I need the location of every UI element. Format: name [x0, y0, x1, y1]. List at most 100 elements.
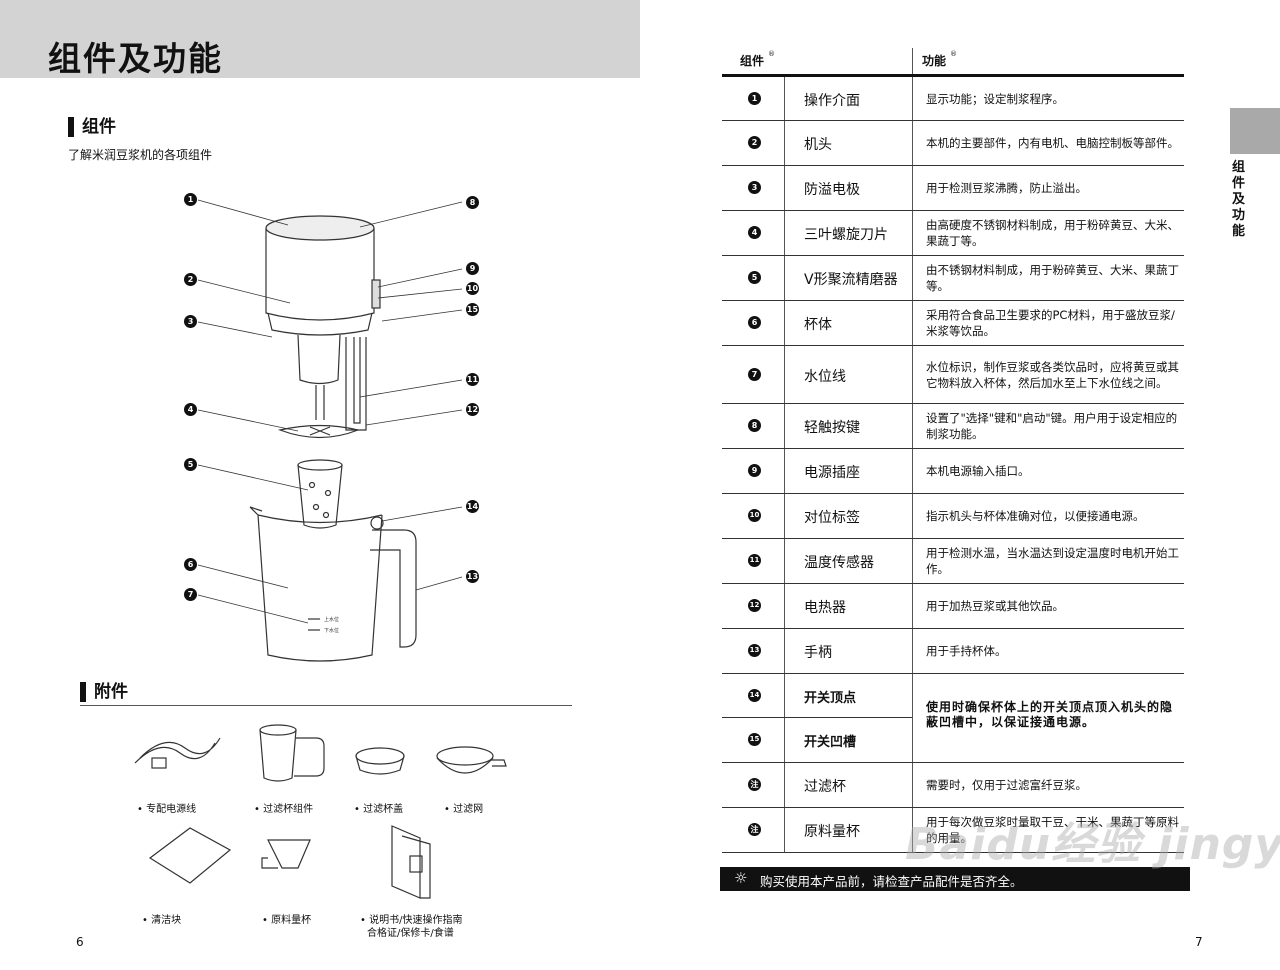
table-row: 注 原料量杯 用于每次做豆浆时量取干豆、干米、果蔬丁等原料的用量。	[722, 808, 1184, 853]
row-number-badge: 14	[748, 689, 761, 702]
upper-water-mark: 上水位	[324, 616, 339, 623]
column-divider	[912, 718, 913, 762]
column-divider	[912, 211, 913, 255]
accessory-filter-lid: • 过滤杯盖	[354, 804, 404, 815]
callout-12: 12	[466, 403, 479, 416]
column-divider	[912, 121, 913, 165]
table-row: 15 开关凹槽	[722, 718, 1184, 763]
row-number-badge: 7	[748, 367, 761, 381]
callout-5: 5	[184, 458, 197, 471]
callout-3: 3	[184, 315, 197, 328]
column-divider	[784, 718, 785, 762]
row-number-badge: 1	[748, 91, 761, 105]
accessory-measuring-cup: • 原料量杯	[262, 915, 312, 926]
column-divider	[912, 404, 913, 448]
column-divider	[784, 629, 785, 673]
column-divider	[784, 763, 785, 807]
header-component: 组件	[740, 54, 765, 68]
callout-14: 14	[466, 500, 479, 513]
row-component-name: 原料量杯	[804, 824, 860, 840]
column-divider	[784, 404, 785, 448]
heading-bar	[68, 117, 74, 137]
row-component-name: 开关顶点	[804, 691, 857, 706]
row-number-badge: 4	[748, 226, 761, 239]
row-function-text: 本机电源输入插口。	[926, 464, 1030, 478]
row-component-name: 水位线	[804, 368, 846, 385]
row-function-text: 用于手持杯体。	[926, 644, 1007, 658]
table-row: 11 温度传感器 用于检测水温，当水温达到设定温度时电机开始工作。	[722, 539, 1184, 584]
row-component-name: 开关凹槽	[804, 735, 857, 750]
column-divider	[912, 808, 913, 852]
accessory-filter-mesh: • 过滤网	[444, 804, 484, 815]
lower-water-mark: 下水位	[324, 627, 339, 634]
row-component-name: 温度传感器	[804, 555, 874, 571]
column-divider	[912, 77, 913, 120]
watermark: Baidu经验 jingyan.baidu.com	[905, 819, 1280, 870]
row-function-text: 用于每次做豆浆时量取干豆、干米、果蔬丁等原料的用量。	[926, 815, 1179, 845]
column-divider	[784, 584, 785, 628]
heading-bar	[80, 682, 86, 702]
filter-cup-icon	[259, 729, 297, 782]
accessories-heading: 附件	[80, 677, 128, 702]
row-function-text: 显示功能；设定制浆程序。	[926, 91, 1064, 106]
row-component-name: V形聚流精磨器	[804, 272, 898, 288]
cleaning-block-icon	[148, 827, 232, 884]
header-function: 功能	[922, 54, 947, 68]
row-function-text: 本机的主要部件，内有电机、电脑控制板等部件。	[926, 136, 1179, 150]
column-divider	[784, 494, 785, 538]
column-divider	[784, 121, 785, 165]
row-number-badge: 2	[748, 136, 761, 149]
row-number-badge: 10	[748, 509, 761, 522]
row-function-text: 采用符合食品卫生要求的PC材料，用于盛放豆浆/米浆等饮品。	[926, 308, 1175, 338]
column-divider	[912, 539, 913, 583]
row-component-name: 手柄	[804, 645, 832, 661]
accessories-illustrations	[134, 724, 507, 899]
column-divider	[912, 301, 913, 345]
table-row: 注过滤杯需要时，仅用于过滤富纤豆浆。	[722, 763, 1184, 808]
callout-15: 15	[466, 303, 479, 316]
page-title: 组件及功能	[48, 39, 223, 78]
column-divider	[784, 346, 785, 403]
callout-6: 6	[184, 558, 197, 571]
row-function-text: 由高硬度不锈钢材料制成，用于粉碎黄豆、大米、果蔬丁等。	[926, 218, 1179, 248]
column-divider	[912, 346, 913, 403]
components-heading: 组件	[68, 112, 116, 137]
row-number-badge: 15	[748, 733, 761, 746]
row-component-name: 电热器	[804, 600, 846, 616]
header-marker: ®	[950, 50, 957, 58]
row-function-text: 需要时，仅用于过滤富纤豆浆。	[926, 778, 1087, 792]
column-divider	[912, 674, 913, 718]
lightbulb-icon: ☼	[734, 869, 748, 887]
right-page-number: 7	[1195, 935, 1203, 949]
column-divider	[784, 539, 785, 583]
row-component-name: 杯体	[804, 317, 832, 333]
row-function-text: 设置了"选择"键和"启动"键。用户用于设定相应的制浆功能。	[926, 411, 1178, 441]
callout-11: 11	[466, 373, 479, 386]
row-number-badge: 注	[748, 823, 761, 836]
callout-7: 7	[184, 588, 197, 601]
soymilk-maker-diagram: 上水位 下水位	[197, 199, 463, 662]
row-component-name: 轻触按键	[804, 420, 860, 436]
accessories-divider	[80, 705, 572, 706]
components-subtitle: 了解米润豆浆机的各项组件	[68, 148, 213, 162]
row-function-text: 用于检测水温，当水温达到设定温度时电机开始工作。	[926, 546, 1179, 576]
callout-4: 4	[184, 403, 197, 416]
left-header-band	[0, 0, 640, 78]
row-function-text: 用于检测豆浆沸腾，防止溢出。	[926, 181, 1087, 195]
filter-lid-icon	[355, 747, 405, 765]
column-divider	[784, 211, 785, 255]
tip-bar: ☼ 购买使用本产品前，请检查产品配件是否齐全。	[720, 867, 1190, 891]
accessory-manuals-line2: 合格证/保修卡/食谱	[367, 928, 454, 939]
row-number-badge: 注	[748, 778, 761, 791]
row-number-badge: 11	[748, 554, 761, 567]
